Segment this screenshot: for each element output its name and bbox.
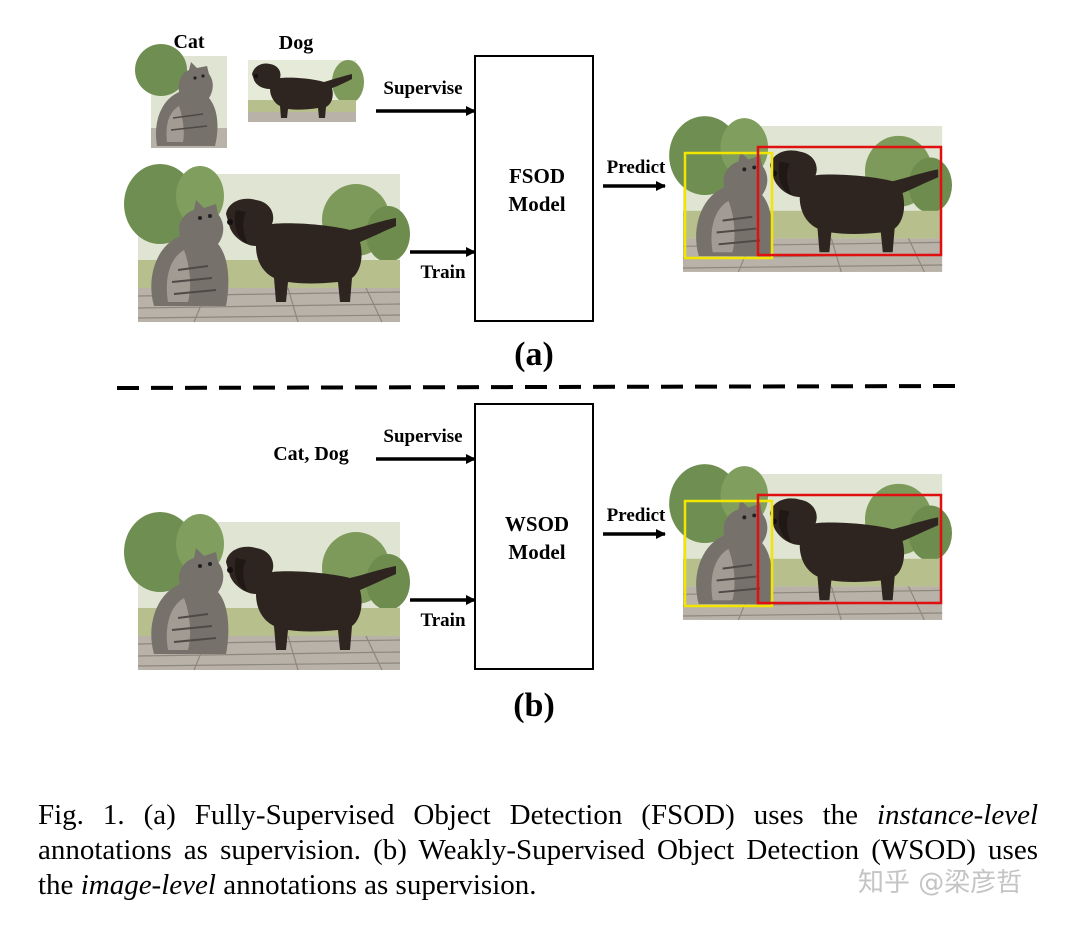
class-labels: Cat, Dog [273, 443, 349, 465]
cat-bounding-box [683, 499, 774, 608]
train-image [123, 163, 411, 323]
caption-text-3: annotations as supervision. [215, 869, 537, 901]
model-name: FSOD [509, 164, 565, 188]
panel-label-b: (b) [513, 687, 555, 724]
predict-label: Predict [607, 157, 666, 178]
prediction-image [668, 463, 953, 621]
dog-bounding-box [756, 145, 943, 257]
model-name: WSOD [505, 512, 569, 536]
train-label: Train [420, 262, 465, 283]
panel-separator [116, 384, 956, 390]
wsod-model-box [474, 403, 594, 670]
panel-a: Cat Dog Supervise Train FSOD Model Predi… [123, 31, 953, 373]
support-image-dog [248, 60, 364, 122]
supervise-label: Supervise [383, 426, 462, 447]
dog-bounding-box [756, 493, 943, 605]
caption-emphasis-image-level: image-level [80, 869, 216, 901]
figure-number: Fig. 1. [38, 799, 125, 831]
caption-text-2: annotations as supervision. (b) Weakly-S… [38, 834, 1038, 901]
panel-b: Cat, Dog Supervise Train WSOD Model Pred… [123, 403, 953, 724]
support-label-dog: Dog [279, 32, 313, 54]
supervise-label: Supervise [383, 78, 462, 99]
watermark: 知乎 @梁彦哲 [858, 868, 1023, 898]
panel-label-a: (a) [514, 336, 554, 373]
caption-text-1: (a) Fully-Supervised Object Detection (F… [124, 799, 877, 831]
model-word: Model [508, 540, 565, 564]
train-label: Train [420, 610, 465, 631]
cat-bounding-box [683, 151, 774, 260]
support-image-cat [134, 43, 228, 149]
figure-caption: Fig. 1. (a) Fully-Supervised Object Dete… [38, 798, 1038, 903]
train-image [123, 511, 411, 671]
caption-emphasis-instance-level: instance-level [876, 799, 1038, 831]
fsod-model-box [474, 55, 594, 322]
support-label-cat: Cat [173, 31, 204, 53]
predict-label: Predict [607, 505, 666, 526]
prediction-image [668, 115, 953, 273]
fsod-wsod-diagram: Cat Dog Supervise Train FSOD Model Predi… [116, 31, 956, 724]
model-word: Model [508, 192, 565, 216]
